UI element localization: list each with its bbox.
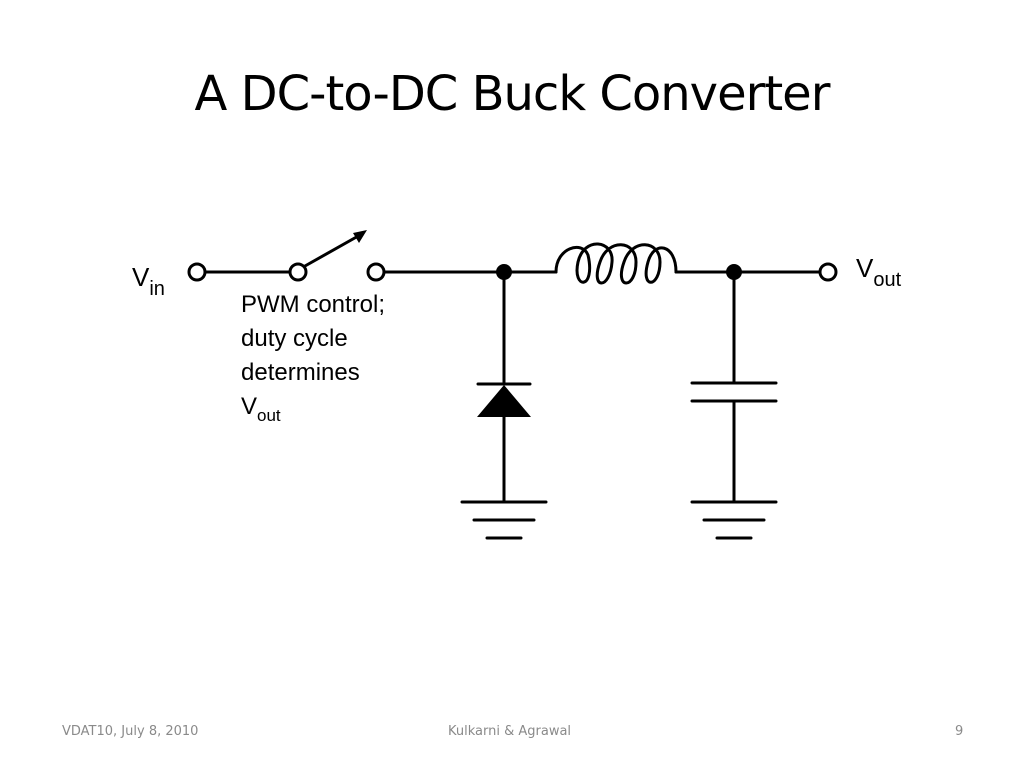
junction-dot-left	[496, 264, 512, 280]
annotation-line-4: Vout	[241, 390, 385, 433]
vin-label: Vin	[132, 262, 165, 304]
diode-triangle	[477, 385, 531, 417]
annotation-line-3: determines	[241, 359, 360, 386]
switch-terminal-right	[366, 262, 386, 282]
vout-terminal	[818, 262, 838, 282]
vin-label-main: V	[132, 262, 150, 292]
vin-label-sub: in	[149, 278, 165, 300]
switch-blade	[303, 233, 362, 268]
footer-page-number: 9	[955, 724, 964, 739]
pwm-annotation: PWM control; duty cycle determines Vout	[241, 288, 385, 433]
vout-label: Vout	[856, 253, 901, 295]
footer-date: VDAT10, July 8, 2010	[62, 724, 199, 739]
slide-title: A DC-to-DC Buck Converter	[194, 66, 831, 122]
switch-terminal-left	[288, 262, 308, 282]
vin-terminal	[187, 262, 207, 282]
annotation-line-2: duty cycle	[241, 325, 348, 352]
annotation-line-1: PWM control;	[241, 291, 386, 318]
vout-label-main: V	[856, 253, 874, 283]
annotation-vout-sub: out	[257, 406, 281, 425]
inductor	[554, 242, 678, 285]
switch-arrowhead	[353, 230, 367, 243]
annotation-vout-main: V	[241, 393, 258, 420]
footer-authors: Kulkarni & Agrawal	[448, 724, 572, 739]
vout-label-sub: out	[873, 269, 902, 291]
junction-dot-right	[726, 264, 742, 280]
